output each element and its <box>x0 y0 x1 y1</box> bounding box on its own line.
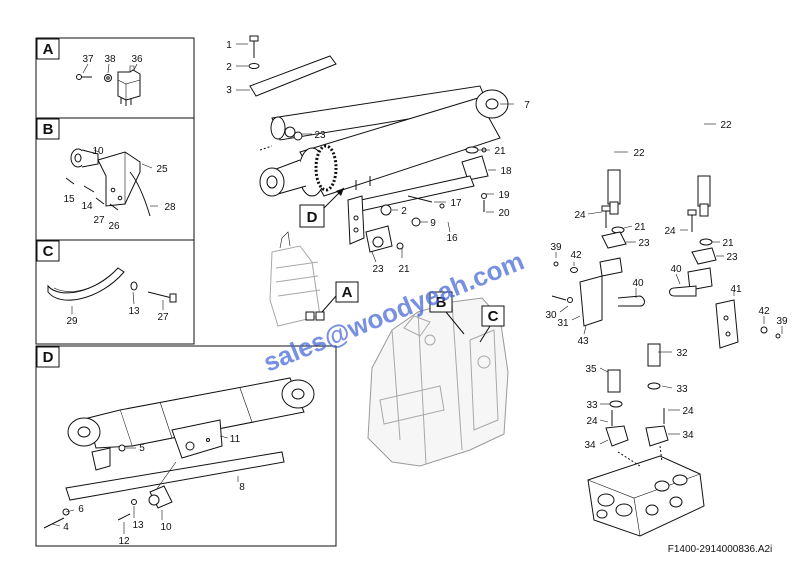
part-number-23-d: 23 <box>726 252 738 263</box>
part-number-33-b: 33 <box>676 384 688 395</box>
part-number-21-a: 21 <box>494 146 506 157</box>
part-number-27: 27 <box>93 215 105 226</box>
box-label-b: B <box>43 121 54 138</box>
part-number-23-upper: 23 <box>314 130 326 141</box>
part-number-30: 30 <box>545 310 557 321</box>
part-number-18: 18 <box>500 166 512 177</box>
part-number-24-b: 24 <box>664 226 676 237</box>
callout-label-a: A <box>342 284 353 301</box>
part-number-42-b: 42 <box>758 306 770 317</box>
sensor-bar-assembly: 21 18 19 20 17 2 9 16 23 21 <box>347 146 512 275</box>
part-number-4: 4 <box>63 522 69 533</box>
part-number-29: 29 <box>66 316 78 327</box>
box-label-c: C <box>43 243 54 260</box>
part-number-13: 13 <box>128 306 140 317</box>
part-number-34-a: 34 <box>584 440 596 451</box>
hose-35-assembly: 24 21 23 39 42 40 30 31 43 35 33 24 34 <box>545 205 650 451</box>
part-number-21-b: 21 <box>398 264 410 275</box>
part-number-23-b: 23 <box>372 264 384 275</box>
part-number-27: 27 <box>157 312 169 323</box>
part-number-9: 9 <box>430 218 436 229</box>
part-number-5: 5 <box>139 443 145 454</box>
hydraulic-hose-22: 22 22 <box>395 31 732 250</box>
part-number-22-lower: 22 <box>633 148 645 159</box>
callout-label-c: C <box>488 308 499 325</box>
drawing-reference: F1400-2914000836.A2i <box>668 544 773 555</box>
part-number-34-b: 34 <box>682 430 694 441</box>
part-number-41: 41 <box>730 284 742 295</box>
part-number-10: 10 <box>92 146 104 157</box>
callout-b: B <box>429 291 465 335</box>
callout-d: D <box>299 187 345 228</box>
detail-box-a: A 37 38 36 <box>35 37 195 119</box>
hose-32-assembly: 24 21 23 40 41 42 39 32 33 24 34 <box>645 209 788 447</box>
part-number-6: 6 <box>78 504 84 515</box>
part-number-14: 14 <box>81 201 93 212</box>
part-number-39-a: 39 <box>550 242 562 253</box>
part-number-21-d: 21 <box>722 238 734 249</box>
part-number-2-b: 2 <box>401 206 407 217</box>
part-number-11: 11 <box>230 434 241 445</box>
part-number-28: 28 <box>164 202 176 213</box>
detail-box-c: C 29 13 27 <box>35 239 195 345</box>
part-number-39-b: 39 <box>776 316 788 327</box>
part-number-1: 1 <box>226 40 232 51</box>
detail-box-d: D 5 11 <box>35 345 337 547</box>
main-cylinder: 1 2 3 7 23 <box>226 35 530 197</box>
part-number-22-upper: 22 <box>720 120 732 131</box>
box-label-a: A <box>43 41 54 58</box>
part-number-35: 35 <box>585 364 597 375</box>
part-number-38: 38 <box>104 54 116 65</box>
loader-frame <box>269 231 509 467</box>
part-number-17: 17 <box>450 198 462 209</box>
part-number-26: 26 <box>108 221 120 232</box>
callout-label-b: B <box>436 294 447 311</box>
detail-box-b: B 10 25 15 14 27 26 28 <box>35 117 195 241</box>
part-number-24-c: 24 <box>586 416 598 427</box>
part-number-25: 25 <box>156 164 168 175</box>
part-number-19: 19 <box>498 190 510 201</box>
part-number-43: 43 <box>577 336 589 347</box>
callout-c: C <box>479 305 505 343</box>
control-valve <box>587 445 705 537</box>
part-number-8: 8 <box>239 482 245 493</box>
callout-a: A <box>321 281 359 313</box>
part-number-24-d: 24 <box>682 406 694 417</box>
part-number-16: 16 <box>446 233 458 244</box>
part-number-10: 10 <box>160 522 172 533</box>
part-number-3: 3 <box>226 85 232 96</box>
part-number-40-a: 40 <box>632 278 644 289</box>
part-number-23-c: 23 <box>638 238 650 249</box>
part-number-20: 20 <box>498 208 510 219</box>
part-number-33-a: 33 <box>586 400 598 411</box>
part-number-24-a: 24 <box>574 210 586 221</box>
box-label-d: D <box>43 349 54 366</box>
callout-label-d: D <box>307 209 318 226</box>
part-number-32: 32 <box>676 348 688 359</box>
part-number-37: 37 <box>82 54 94 65</box>
part-number-21-c: 21 <box>634 222 646 233</box>
part-number-13: 13 <box>132 520 144 531</box>
part-number-36: 36 <box>131 54 143 65</box>
part-number-12: 12 <box>118 536 130 547</box>
part-number-7: 7 <box>524 100 530 111</box>
part-number-31: 31 <box>557 318 569 329</box>
part-number-2: 2 <box>226 62 232 73</box>
part-number-42-a: 42 <box>570 250 582 261</box>
part-number-15: 15 <box>63 194 75 205</box>
part-number-40-b: 40 <box>670 264 682 275</box>
